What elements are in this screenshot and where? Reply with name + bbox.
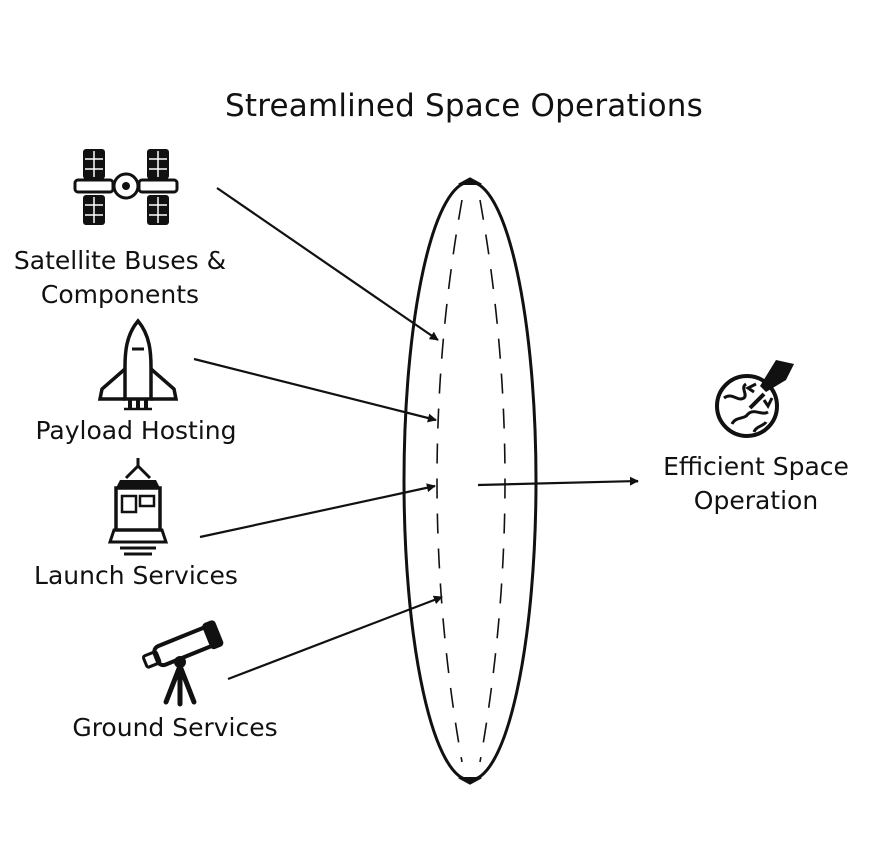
space-capsule-icon bbox=[107, 458, 169, 556]
lens-shape bbox=[402, 177, 538, 785]
telescope-icon bbox=[141, 620, 224, 707]
input-label-ground-services: Ground Services bbox=[72, 713, 278, 742]
arrow-satellite bbox=[216, 187, 439, 341]
arrow-launch bbox=[199, 483, 436, 539]
arrow-payload bbox=[193, 357, 437, 423]
input-label-launch-services: Launch Services bbox=[34, 561, 238, 590]
globe-rocket-icon bbox=[715, 360, 794, 438]
satellite-icon bbox=[73, 149, 179, 225]
output-label-efficient-operation: Efficient Space Operation bbox=[663, 452, 849, 515]
arrow-ground bbox=[227, 595, 443, 681]
input-label-payload-hosting: Payload Hosting bbox=[35, 416, 237, 445]
arrow-output bbox=[477, 476, 639, 487]
space-shuttle-icon bbox=[97, 318, 179, 411]
diagram-title: Streamlined Space Operations bbox=[225, 88, 703, 124]
input-label-satellite-buses: Satellite Buses & Components bbox=[13, 246, 227, 309]
